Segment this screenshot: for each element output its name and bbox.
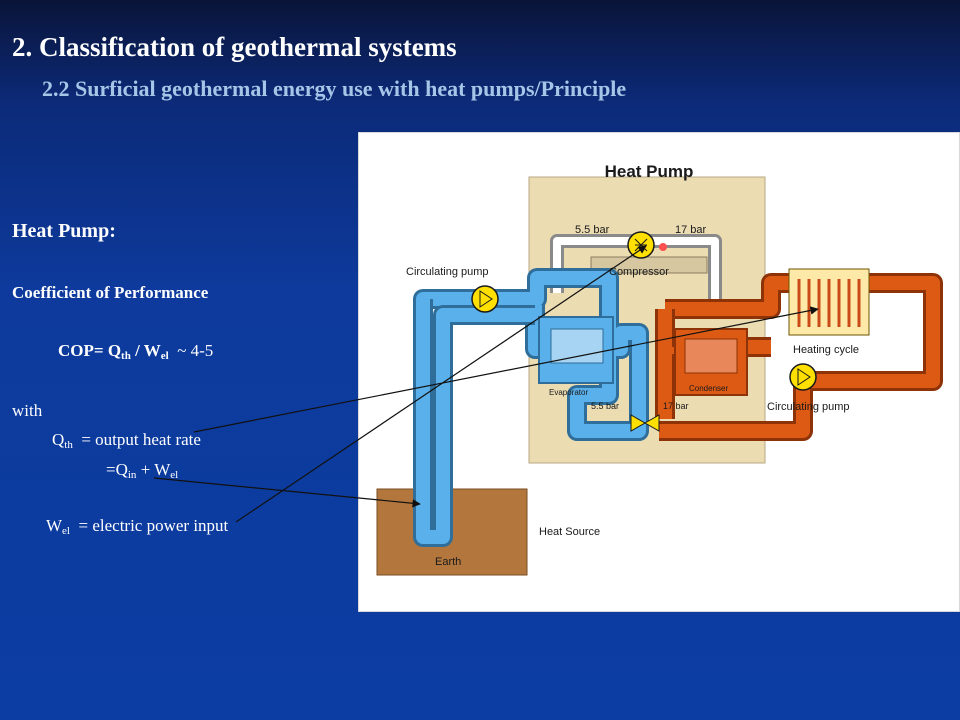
with-label: with: [12, 401, 43, 420]
heat-pump-heading: Heat Pump:: [12, 220, 116, 242]
qin-eq: =Q: [106, 460, 128, 479]
cop-w-sub: el: [160, 350, 169, 362]
cop-slash: / W: [130, 341, 161, 360]
label-earth: Earth: [435, 556, 461, 568]
cop-approx: ~ 4-5: [168, 341, 214, 360]
circulating-pump-right-icon: [789, 363, 817, 391]
qin-sub: in: [127, 469, 137, 481]
cop-formula: COP= Qth / Wel ~ 4-5: [58, 341, 214, 362]
label-condenser: Condenser: [689, 384, 728, 393]
qth-symbol: Q: [52, 430, 65, 449]
diagram-title: Heat Pump: [605, 162, 694, 181]
qth-definition: Qth = output heat rate: [52, 430, 201, 451]
label-17-bar-top: 17 bar: [675, 224, 707, 236]
wel-sub: el: [62, 525, 70, 537]
cop-q-sub: th: [121, 350, 131, 362]
evaporator-coil: [550, 328, 604, 364]
plus-w: + W: [136, 460, 171, 479]
heat-pump-diagram: Heat Pump 5.5 bar 17 bar Compressor Circ…: [358, 132, 960, 612]
cop-title: Coefficient of Performance: [12, 283, 209, 302]
qth-sum: =Qin + Wel: [106, 460, 179, 481]
diagram-canvas: Heat Pump 5.5 bar 17 bar Compressor Circ…: [376, 162, 943, 576]
label-evaporator: Evaporator: [549, 388, 588, 397]
label-circulating-pump-right: Circulating pump: [767, 401, 850, 413]
condenser-coil: [684, 338, 738, 374]
label-5-5-bar-bottom: 5.5 bar: [591, 401, 619, 411]
wel-definition: Wel = electric power input: [46, 516, 229, 537]
cop-lhs: COP= Q: [58, 341, 122, 360]
wel-sub-sum: el: [170, 469, 179, 481]
circulating-pump-left-icon: [471, 285, 499, 313]
label-5-5-bar-top: 5.5 bar: [575, 224, 610, 236]
qth-sub: th: [64, 439, 73, 451]
compressor-indicator-icon: [659, 243, 667, 251]
wel-symbol: W: [46, 516, 63, 535]
label-compressor: Compressor: [609, 266, 669, 278]
label-heat-source: Heat Source: [539, 526, 600, 538]
label-17-bar-bottom: 17 bar: [663, 401, 689, 411]
label-heating-cycle: Heating cycle: [793, 344, 859, 356]
slide-subtitle: 2.2 Surficial geothermal energy use with…: [42, 76, 627, 101]
label-circulating-pump-left: Circulating pump: [406, 266, 489, 278]
qth-text: = output heat rate: [72, 430, 201, 449]
radiator-coils: [797, 279, 861, 327]
slide-title: 2. Classification of geothermal systems: [12, 32, 457, 62]
wel-text: = electric power input: [70, 516, 229, 535]
